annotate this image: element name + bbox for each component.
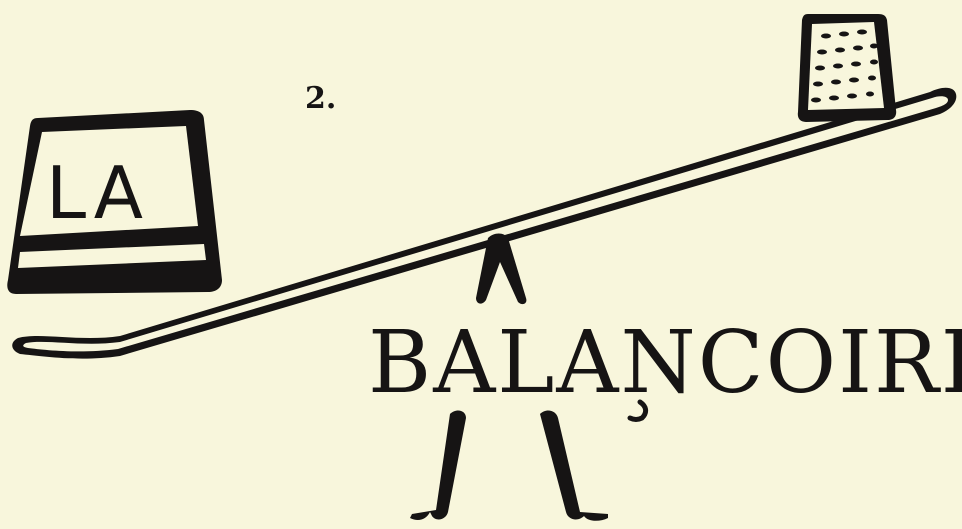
page-number: 2. <box>305 81 336 116</box>
seesaw-stand <box>410 410 608 521</box>
title-word: BALANCOIRE <box>368 313 962 413</box>
seesaw-plank <box>12 87 957 359</box>
fulcrum-top <box>476 233 527 305</box>
left-weight-label: LA <box>46 151 149 235</box>
right-weight <box>797 14 897 122</box>
cedilla-mark <box>627 399 649 422</box>
left-weight: LA <box>7 110 222 294</box>
right-weight-dots <box>811 29 878 103</box>
